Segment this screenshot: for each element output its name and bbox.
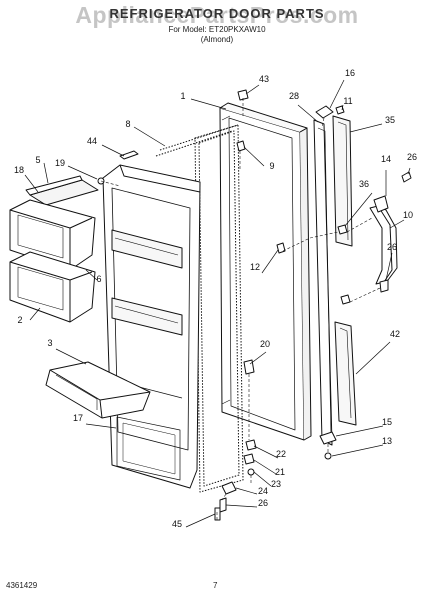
callout-19: 19 [55,158,65,168]
assembly-guides [100,98,381,520]
callout-8: 8 [125,119,130,129]
callout-17: 17 [73,413,83,423]
document-number: 4361429 [6,581,38,590]
callout-26: 26 [258,498,268,508]
callout-35: 35 [385,115,395,125]
page-title: REFRIGERATOR DOOR PARTS [109,6,325,21]
callout-42: 42 [390,329,400,339]
callout-36: 36 [359,179,369,189]
callout-45: 45 [172,519,182,529]
page-number: 7 [213,581,218,590]
callout-28: 28 [289,91,299,101]
callout-5: 5 [35,155,40,165]
door-bin-lower [9,251,96,323]
callout-23: 23 [271,479,281,489]
callout-15: 15 [382,417,392,427]
callout-labels: 1235689101112131415161718192021222324262… [14,68,417,529]
handle-trim-42 [334,321,357,426]
model-line: For Model: ET20PKXAW10 [168,25,266,34]
callout-1: 1 [180,91,185,101]
callout-2: 2 [17,315,22,325]
callout-14: 14 [381,154,391,164]
inner-door-liner [102,164,201,489]
callout-26: 26 [407,152,417,162]
color-line: (Almond) [200,35,234,44]
callout-22: 22 [276,449,286,459]
callout-18: 18 [14,165,24,175]
callout-26: 26 [387,242,397,252]
callout-20: 20 [260,339,270,349]
side-trim-28 [313,119,333,446]
outer-door-panel [219,102,312,441]
callout-16: 16 [345,68,355,78]
leader-lines [24,79,411,528]
door-gasket [155,124,244,493]
callout-21: 21 [275,467,285,477]
watermark: AppliancePartsPros.com [75,2,359,28]
callout-24: 24 [258,486,268,496]
callout-3: 3 [47,338,52,348]
callout-10: 10 [403,210,413,220]
dairy-door [25,175,99,206]
callout-44: 44 [87,136,97,146]
callout-12: 12 [250,262,260,272]
callout-6: 6 [96,274,101,284]
handle-trim-35 [332,115,353,247]
callout-11: 11 [343,96,352,106]
small-hardware [97,89,412,521]
callout-9: 9 [269,161,274,171]
lower-door-shelf [45,361,151,419]
callout-43: 43 [259,74,269,84]
callout-13: 13 [382,436,392,446]
